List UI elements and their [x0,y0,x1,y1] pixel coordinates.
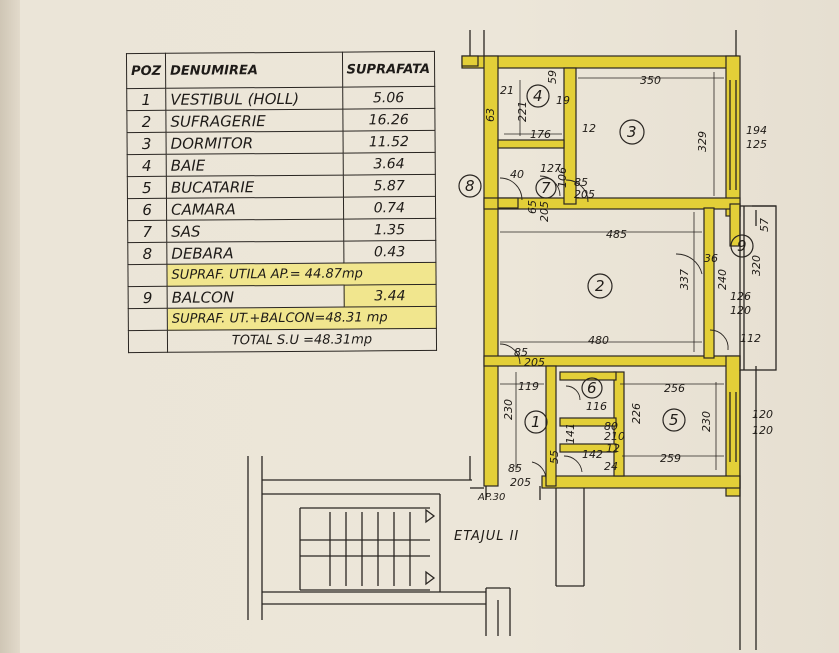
dim-label: 65 [526,200,539,214]
dim-label: 240 [716,269,729,290]
dim-label: 40 [510,168,524,181]
dim-label: 205 [538,201,551,222]
dim-label: 24 [604,460,618,473]
dim-label: 205 [574,188,595,201]
dim-label: 55 [548,450,561,464]
dim-label: 259 [660,452,681,465]
dim-label: 119 [518,380,539,393]
dim-label: 85 [508,462,522,475]
dim-label: 226 [630,403,643,424]
dim-label: 127 [540,162,561,175]
dim-label: 120 [730,304,751,317]
entry-label: AP.30 [477,492,505,503]
room-number-8: 8 [465,177,475,195]
room-number-7: 7 [541,179,551,197]
dim-label: 19 [556,94,570,107]
plan-linework [247,30,777,650]
dim-label: 106 [556,167,569,188]
dim-label: 221 [516,101,529,122]
dimension-lines [500,72,724,470]
dim-label: 485 [606,228,627,241]
dim-label: 59 [546,70,559,84]
dim-label: 141 [564,423,577,444]
dim-label: 57 [758,218,771,232]
dim-label: 120 [752,424,773,437]
dim-label: 230 [700,411,713,432]
dim-label: 480 [588,334,609,347]
dim-label: 85 [574,176,588,189]
floor-label: ETAJUL II [454,529,519,544]
room-markers [458,84,754,434]
dim-label: 21 [500,84,514,97]
dim-label: 125 [746,138,767,151]
room-number-2: 2 [595,277,605,295]
wall-fill [461,55,741,497]
dim-label: 230 [502,399,515,420]
dim-label: 120 [752,408,773,421]
dim-label: 63 [484,108,497,122]
dim-label: 116 [586,400,607,413]
dim-label: 85 [514,346,528,359]
dim-label: 142 [582,448,603,461]
room-number-5: 5 [669,411,679,429]
room-number-1: 1 [531,413,541,431]
door-swings [499,175,729,481]
dim-label: 112 [740,332,761,345]
dim-label: 176 [530,128,551,141]
room-number-3: 3 [627,123,637,141]
dim-label: 194 [746,124,767,137]
room-number-9: 9 [737,237,747,255]
dim-label: 12 [582,122,596,135]
dim-label: 320 [750,255,763,276]
dim-label: 256 [664,382,685,395]
dim-label: 337 [678,269,691,290]
room-number-6: 6 [587,379,597,397]
dim-label: 329 [696,131,709,152]
page-binding-edge [0,0,20,653]
dim-label: 36 [704,252,718,265]
room-number-4: 4 [533,87,543,105]
dim-label: 350 [640,74,661,87]
dim-label: 205 [510,476,531,489]
dim-label: 210 [604,430,625,443]
dim-label: 205 [524,356,545,369]
dim-label: 12 [606,442,620,455]
dim-label: 80 [604,420,618,433]
dim-label: 126 [730,290,751,303]
